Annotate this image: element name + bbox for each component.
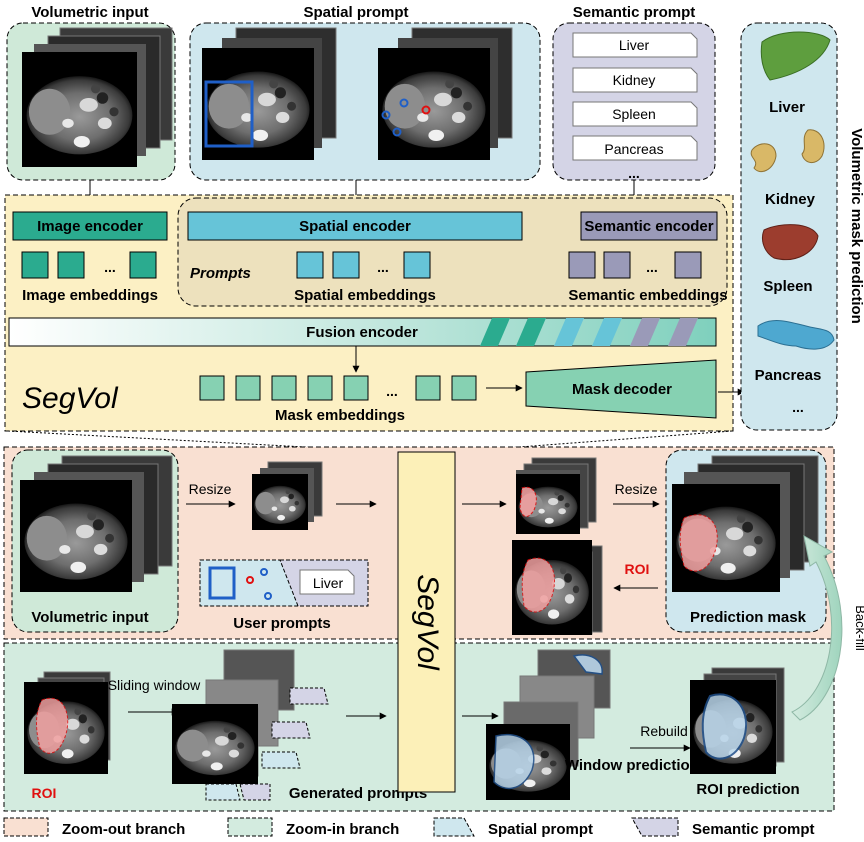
ct-volume-image (22, 52, 137, 167)
svg-text:Kidney: Kidney (613, 72, 656, 88)
mask-decoder-block: Mask decoder (525, 359, 717, 419)
segvol-title: SegVol (22, 382, 119, 415)
user-box-prompt-icon (208, 566, 236, 600)
roi-prediction-label: ROI prediction (696, 781, 799, 798)
spatial-embedding-tokens: ... (296, 251, 431, 279)
zoom-out-roi-label: ROI (625, 561, 650, 577)
svg-text:Zoom-in branch: Zoom-in branch (286, 821, 399, 837)
box-prompt-icon (204, 80, 254, 148)
volumetric-input-panel (6, 22, 176, 181)
svg-text:Spatial prompt: Spatial prompt (488, 821, 593, 837)
mask-decoder-label: Mask decoder (572, 381, 672, 398)
pancreas-mask-icon (757, 320, 835, 350)
segvol-model-panel: Image encoder Spatial encoder Semantic e… (4, 194, 734, 432)
spatial-prompt-heading: Spatial prompt (303, 4, 408, 21)
spatial-encoder-block (187, 211, 523, 241)
legend-spatial-prompt: Spatial prompt (433, 817, 593, 838)
segvol-central-block: SegVol (397, 451, 456, 793)
semantic-item-liver: Liver (572, 32, 698, 58)
svg-text:...: ... (104, 259, 116, 275)
resize-in-label: Resize (189, 481, 232, 497)
svg-text:Pancreas: Pancreas (604, 141, 663, 157)
semantic-encoder-block (580, 211, 718, 241)
volumetric-input-heading: Volumetric input (31, 4, 148, 21)
svg-text:Semantic prompt: Semantic prompt (692, 821, 815, 837)
user-point-prompt-icon (246, 576, 254, 584)
user-text-prompt: Liver (313, 575, 344, 591)
fusion-encoder-label: Fusion encoder (306, 324, 418, 341)
legend-semantic-prompt: Semantic prompt (631, 817, 815, 838)
semantic-prompt-heading: Semantic prompt (573, 4, 696, 21)
semantic-embeddings-label: Semantic embeddings (568, 287, 727, 304)
prompts-label: Prompts (190, 265, 251, 282)
organ-pancreas-label: Pancreas (755, 367, 822, 384)
svg-text:...: ... (646, 259, 658, 275)
back-fill-label: Back-fill (853, 605, 864, 651)
resized-ct-image (252, 474, 308, 530)
semantic-prompt-panel: Liver Kidney Spleen Pancreas ... (552, 22, 716, 181)
ct-box-prompt-image (202, 48, 314, 160)
user-prompts-panel: Liver (199, 559, 369, 607)
rebuild-label: Rebuild (640, 723, 687, 739)
segvol-central-label: SegVol (411, 574, 444, 671)
legend-zoom-out: Zoom-out branch (3, 817, 185, 838)
zoom-out-branch: Volumetric input Resize Liver User promp… (3, 446, 835, 640)
image-encoder-block (12, 211, 168, 241)
zoom-out-ct-image (20, 480, 132, 592)
image-embedding-tokens: ... (21, 251, 157, 279)
ct-point-prompt-image (378, 48, 490, 160)
svg-text:...: ... (386, 383, 398, 399)
sliding-window-label: Sliding window (108, 677, 201, 693)
organ-spleen-label: Spleen (763, 278, 812, 295)
window-predictions-stack (486, 649, 611, 800)
fusion-encoder-block: Fusion encoder (8, 317, 717, 347)
semantic-item-pancreas: Pancreas (572, 135, 698, 161)
svg-text:Spleen: Spleen (612, 106, 656, 122)
kidney-mask-icon (750, 129, 825, 172)
user-prompts-label: User prompts (233, 615, 331, 632)
semantic-encoder-label: Semantic encoder (584, 218, 713, 235)
back-fill-arrow (791, 535, 843, 721)
semantic-embedding-tokens: ... (568, 251, 702, 279)
point-prompt-icon (381, 98, 431, 137)
image-embeddings-label: Image embeddings (22, 287, 158, 304)
spatial-encoder-label: Spatial encoder (299, 218, 411, 235)
zoom-out-volumetric-input-label: Volumetric input (31, 609, 148, 626)
svg-text:Zoom-out branch: Zoom-out branch (62, 821, 185, 837)
organ-more-ellipsis: ... (792, 399, 804, 415)
mask-prediction-panel: Liver Kidney Spleen Pancreas ... (740, 22, 838, 431)
mask-prediction-title: Volumetric mask prediction (848, 128, 864, 324)
mask-embedding-tokens: ... (199, 375, 477, 401)
liver-mask-icon (760, 31, 831, 81)
prediction-mask-label: Prediction mask (690, 609, 807, 626)
legend: Zoom-out branch Zoom-in branch Spatial p… (3, 817, 815, 838)
organ-kidney-label: Kidney (765, 191, 816, 208)
spatial-prompt-panel (189, 22, 541, 181)
svg-text:...: ... (377, 259, 389, 275)
zoom-in-roi-label: ROI (32, 785, 57, 801)
window-predictions-label: Window predictions (565, 757, 707, 774)
spatial-embeddings-label: Spatial embeddings (294, 287, 436, 304)
mask-embeddings-label: Mask embeddings (275, 407, 405, 424)
zoom-in-branch: ROI Sliding window Generated prompts (3, 642, 835, 812)
svg-text:Liver: Liver (619, 37, 650, 53)
semantic-more-ellipsis: ... (628, 165, 640, 181)
resize-out-label: Resize (615, 481, 658, 497)
spleen-mask-icon (761, 224, 819, 260)
semantic-item-kidney: Kidney (572, 67, 698, 93)
sliding-window-stack (172, 649, 329, 801)
semantic-item-spleen: Spleen (572, 101, 698, 127)
image-encoder-label: Image encoder (37, 218, 143, 235)
organ-liver-label: Liver (769, 99, 805, 116)
legend-zoom-in: Zoom-in branch (227, 817, 399, 838)
generated-prompts-label: Generated prompts (289, 785, 427, 802)
